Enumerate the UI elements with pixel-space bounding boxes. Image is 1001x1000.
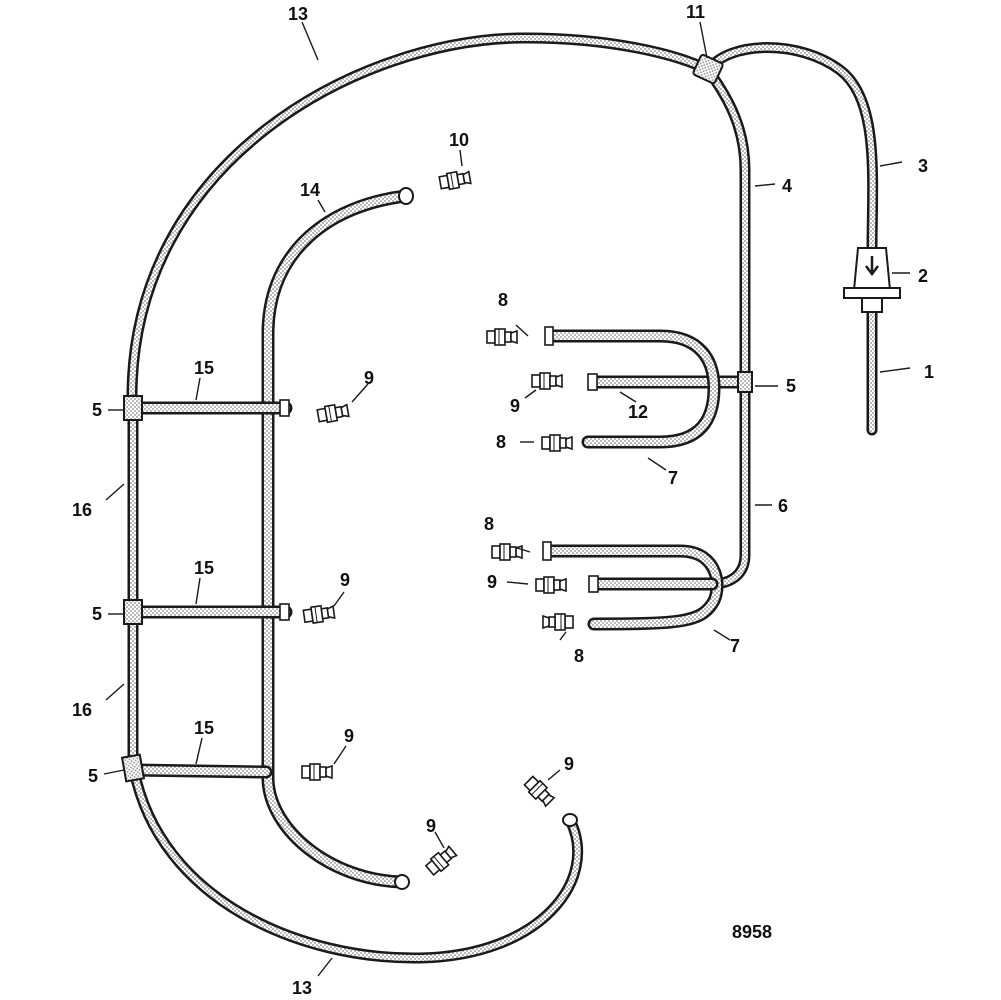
callout-9: 9	[487, 572, 497, 592]
hose-12	[587, 373, 752, 391]
callout-9: 9	[340, 570, 350, 590]
callout-4: 4	[782, 176, 792, 196]
callout-15: 15	[194, 558, 214, 578]
callout-5: 5	[88, 766, 98, 786]
callout-9: 9	[426, 816, 436, 836]
callout-2: 2	[918, 266, 928, 286]
callout-1: 1	[924, 362, 934, 382]
callout-6: 6	[778, 496, 788, 516]
callout-13: 13	[288, 4, 308, 24]
callout-5: 5	[786, 376, 796, 396]
callout-14: 14	[300, 180, 320, 200]
fitting-9-icon	[423, 844, 459, 878]
fitting-8-icon	[491, 543, 523, 561]
callout-7: 7	[730, 636, 740, 656]
fitting-9-icon	[531, 372, 563, 390]
callout-9: 9	[364, 368, 374, 388]
hose-7-lower	[542, 541, 724, 631]
callout-16: 16	[72, 500, 92, 520]
fitting-9-icon	[316, 401, 350, 425]
hose-15	[126, 399, 293, 779]
callout-labels: 1 2 3 4 5 5 5 5 6 7 7 8 8 8 8 9 9 9 9 9 …	[72, 2, 934, 998]
hose-ends	[394, 187, 578, 890]
tee-fittings	[120, 53, 753, 783]
fitting-9-icon	[535, 576, 567, 594]
callout-8: 8	[574, 646, 584, 666]
filter-2	[843, 247, 901, 313]
callout-15: 15	[194, 358, 214, 378]
fitting-9-icon	[301, 763, 333, 781]
barbed-fittings	[301, 168, 574, 878]
callout-8: 8	[498, 290, 508, 310]
hose-3	[702, 42, 879, 256]
fitting-10-icon	[438, 168, 472, 192]
hose-4	[702, 64, 751, 388]
callout-12: 12	[628, 402, 648, 422]
callout-8: 8	[496, 432, 506, 452]
leader-lines	[103, 21, 911, 977]
callout-9: 9	[510, 396, 520, 416]
callout-7: 7	[668, 468, 678, 488]
callout-5: 5	[92, 400, 102, 420]
callout-15: 15	[194, 718, 214, 738]
hose-14	[261, 189, 413, 889]
hose-13	[126, 32, 714, 964]
fitting-9-icon	[302, 603, 336, 625]
fitting-9-icon	[522, 774, 557, 809]
hose-7-upper	[544, 326, 721, 449]
fitting-8-icon	[486, 328, 518, 346]
fitting-8-icon	[541, 434, 573, 452]
callout-9: 9	[344, 726, 354, 746]
callout-10: 10	[449, 130, 469, 150]
callout-13: 13	[292, 978, 312, 998]
callout-3: 3	[918, 156, 928, 176]
callout-5: 5	[92, 604, 102, 624]
callout-16: 16	[72, 700, 92, 720]
callout-8: 8	[484, 514, 494, 534]
figure-number: 8958	[732, 922, 772, 942]
callout-9: 9	[564, 754, 574, 774]
fitting-8-icon	[542, 613, 574, 631]
callout-11: 11	[686, 2, 705, 22]
